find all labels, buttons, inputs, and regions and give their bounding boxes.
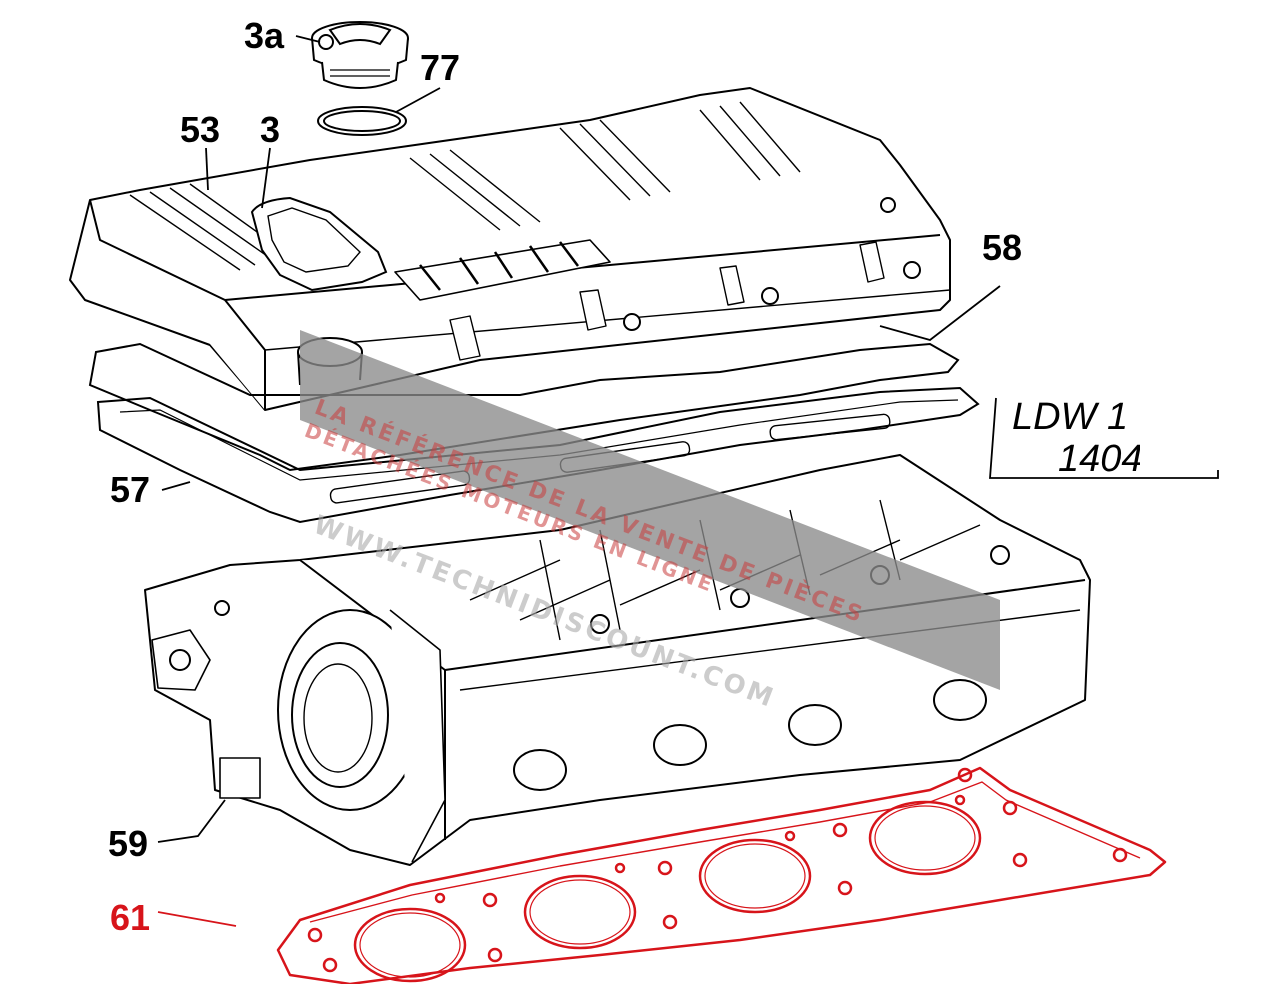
leader-59	[157, 799, 226, 843]
model-line-1: LDW 1	[1012, 396, 1129, 438]
head-gasket	[276, 766, 1167, 984]
callout-3: 3	[260, 109, 281, 150]
model-line-2: 1404	[1058, 440, 1140, 478]
cover-gasket	[88, 342, 960, 472]
leader-58	[879, 285, 1001, 341]
callout-61: 61	[110, 897, 151, 938]
valve-cover	[69, 87, 951, 411]
leader-57	[161, 481, 191, 491]
callout-58: 58	[982, 227, 1023, 268]
callout-77: 77	[420, 47, 461, 88]
leader-lines	[157, 35, 1219, 927]
leader-3	[261, 147, 271, 209]
watermark	[300, 330, 1000, 690]
oil-filler-cap	[311, 21, 409, 89]
leader-77	[395, 87, 441, 113]
callout-3a: 3a	[244, 15, 285, 56]
leader-53	[205, 147, 209, 191]
model-bracket	[989, 397, 1219, 479]
callout-59: 59	[108, 823, 149, 864]
leader-3a	[295, 35, 321, 43]
o-ring	[317, 106, 407, 136]
breather-gasket	[250, 196, 388, 292]
callout-53: 53	[180, 109, 221, 150]
leader-61	[157, 911, 237, 927]
callout-57: 57	[110, 469, 151, 510]
